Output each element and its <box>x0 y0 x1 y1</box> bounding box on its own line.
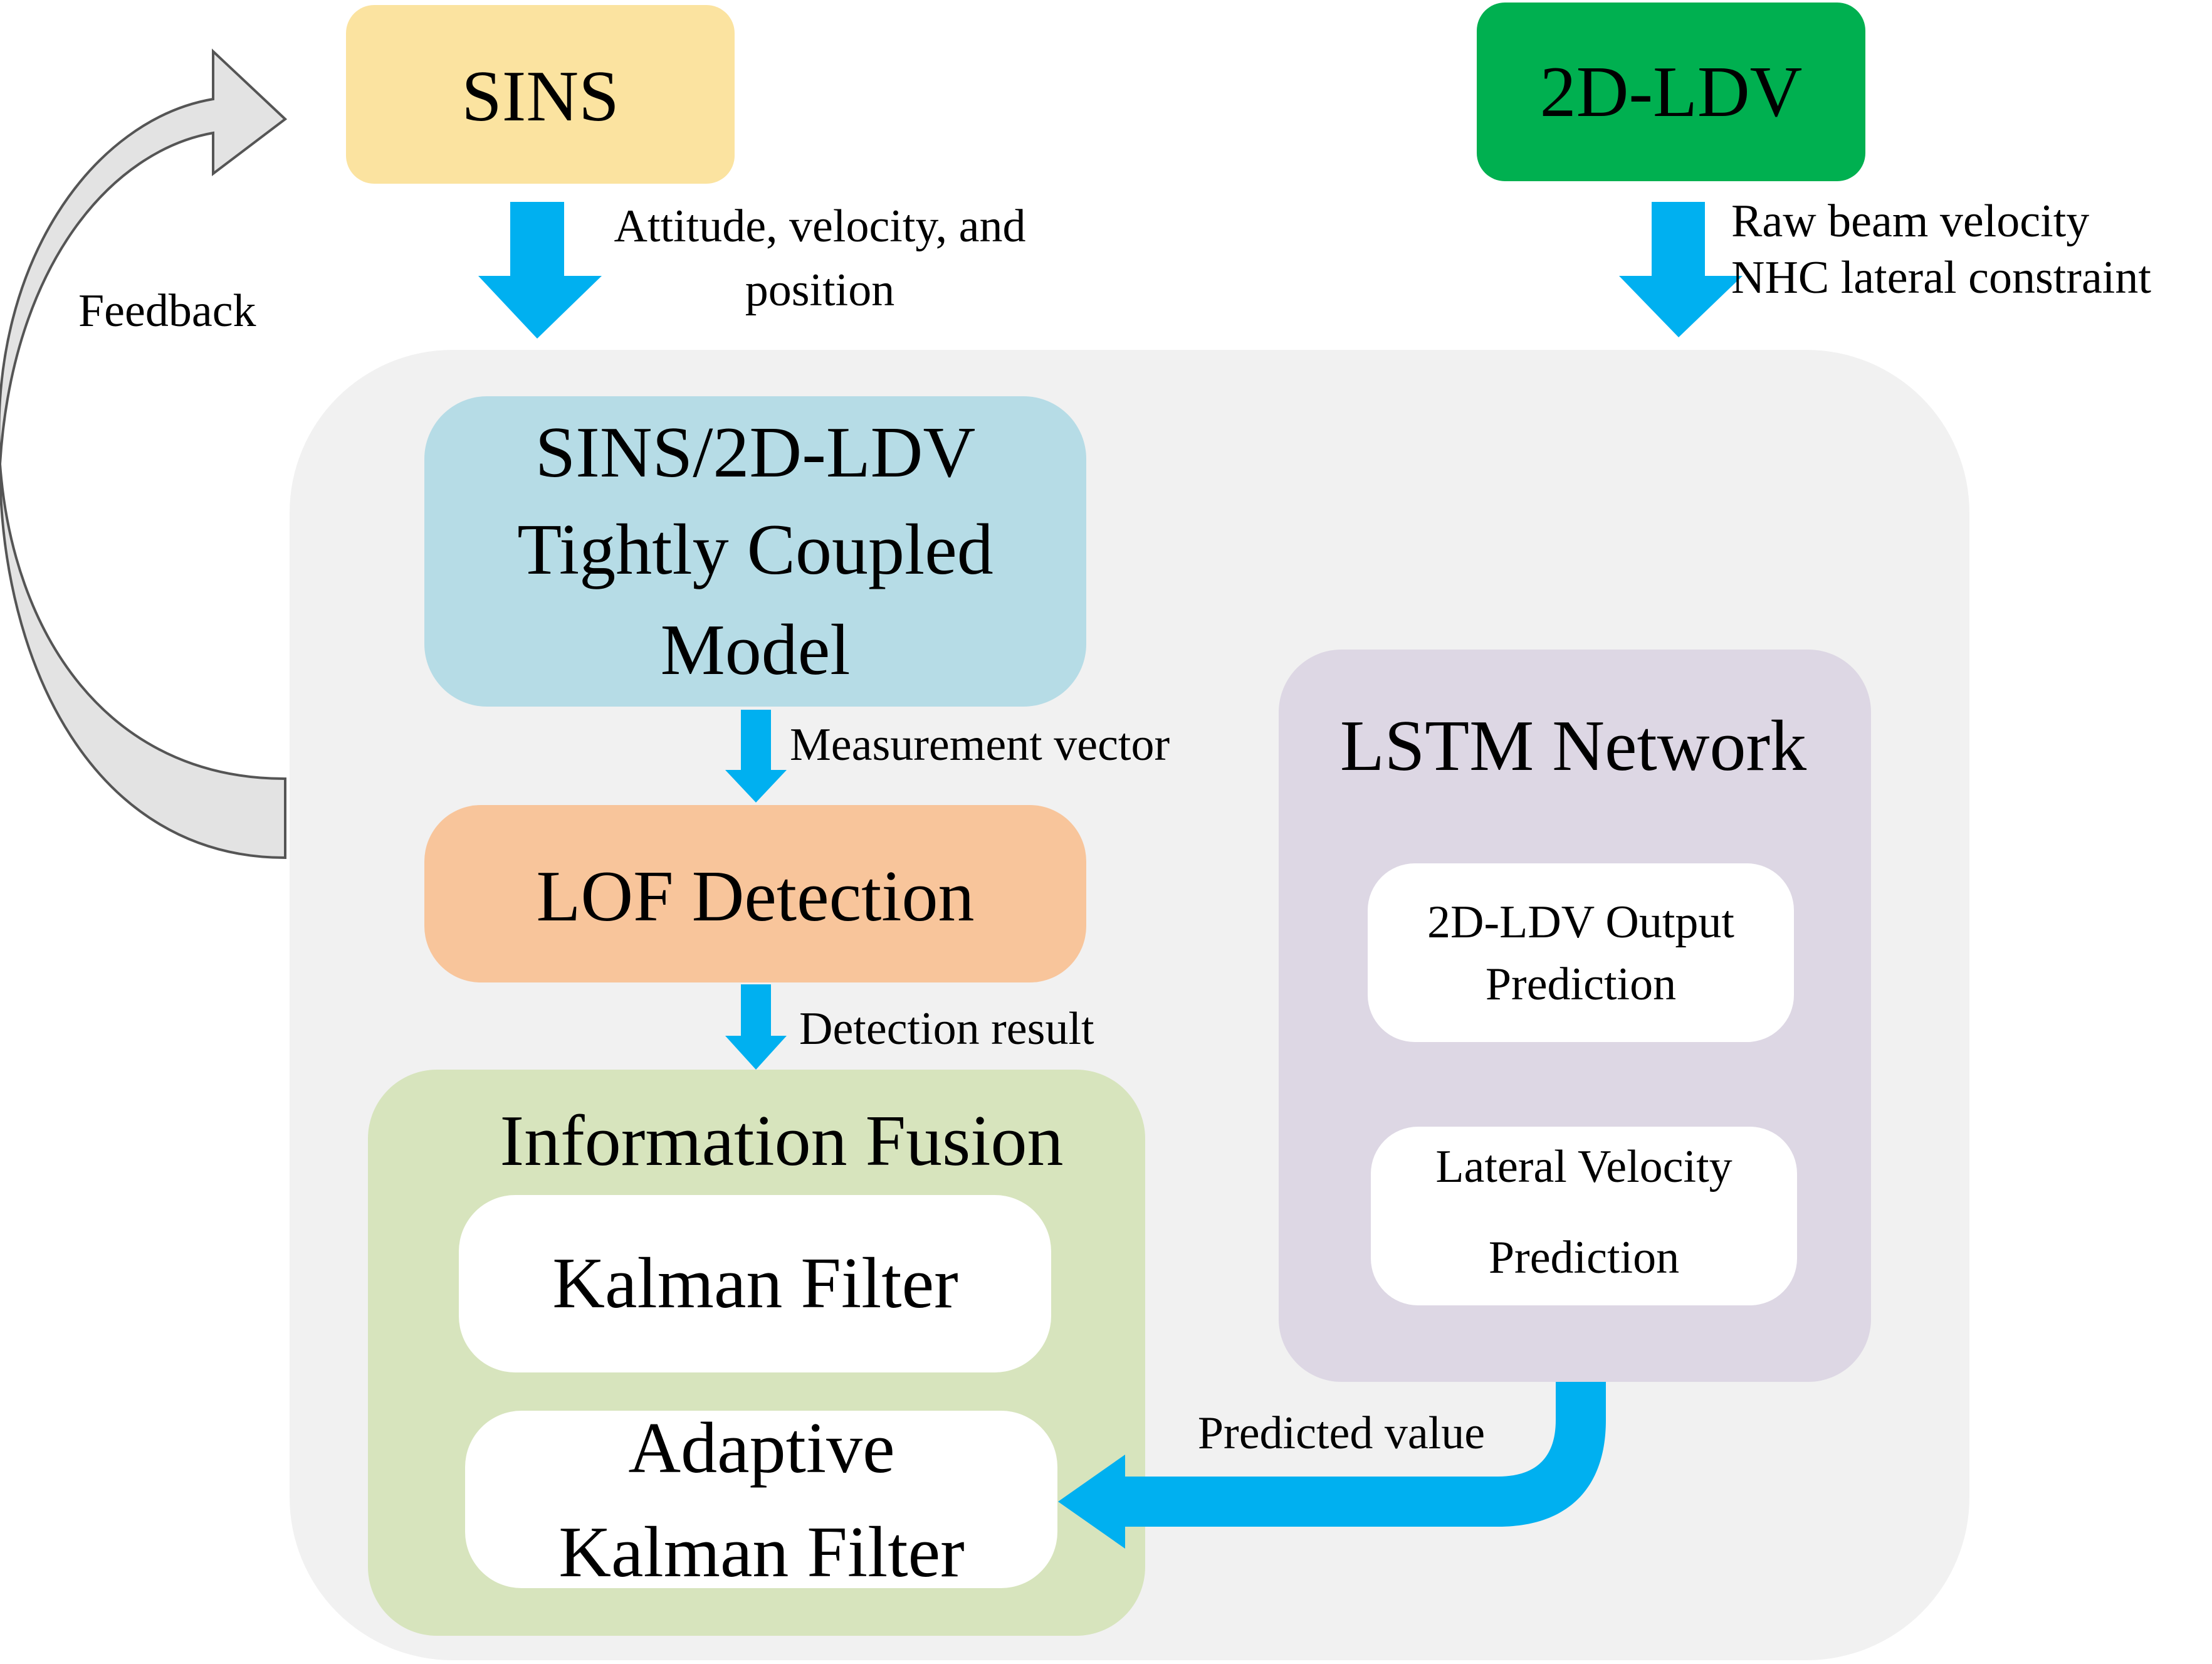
kalman-filter-label: Kalman Filter <box>552 1243 958 1324</box>
ldv-output-prediction-box <box>1368 863 1794 1042</box>
fusion-title: Information Fusion <box>500 1101 1064 1181</box>
lof-box <box>424 805 1086 982</box>
detection-result-label: Detection result <box>799 1003 1094 1055</box>
sins-output-label-line1: Attitude, velocity, and <box>614 201 1026 252</box>
ldv-output-label-line1: Raw beam velocity <box>1731 196 2089 247</box>
coupled-model-line1: SINS/2D-LDV <box>535 413 975 493</box>
feedback-arrow <box>0 48 288 860</box>
coupled-model-line2: Tightly Coupled <box>517 510 993 590</box>
ldv-output-prediction-line2: Prediction <box>1486 959 1676 1010</box>
coupled-model-line3: Model <box>661 610 851 690</box>
ldv-output-label-line2: NHC lateral constraint <box>1731 252 2151 303</box>
adaptive-kalman-line1: Adaptive <box>628 1408 894 1488</box>
sins-box <box>346 5 735 184</box>
feedback-label: Feedback <box>78 285 256 337</box>
ldv-label: 2D-LDV <box>1540 52 1803 132</box>
lof-label: LOF Detection <box>536 856 974 937</box>
ldv-output-prediction-line1: 2D-LDV Output <box>1427 897 1734 948</box>
lateral-velocity-prediction-line1: Lateral Velocity <box>1435 1141 1732 1193</box>
adaptive-kalman-box <box>465 1411 1057 1588</box>
adaptive-kalman-line2: Kalman Filter <box>558 1512 965 1593</box>
coupled-model-box <box>424 396 1086 707</box>
sins-label: SINS <box>461 56 619 137</box>
ldv-box <box>1477 3 1865 181</box>
measurement-label: Measurement vector <box>790 719 1170 771</box>
lstm-title: LSTM Network <box>1340 706 1806 786</box>
sins-output-label-line2: position <box>745 265 894 316</box>
predicted-value-arrow <box>1058 1382 1606 1549</box>
kalman-filter-box <box>459 1195 1051 1372</box>
lateral-velocity-prediction-line2: Prediction <box>1489 1232 1679 1283</box>
detection-arrow <box>725 984 787 1070</box>
ldv-down-arrow <box>1619 202 1743 337</box>
sins-down-arrow <box>478 202 602 339</box>
lateral-velocity-prediction-box <box>1371 1127 1797 1305</box>
measurement-arrow <box>725 710 787 803</box>
predicted-value-label: Predicted value <box>1198 1408 1485 1459</box>
